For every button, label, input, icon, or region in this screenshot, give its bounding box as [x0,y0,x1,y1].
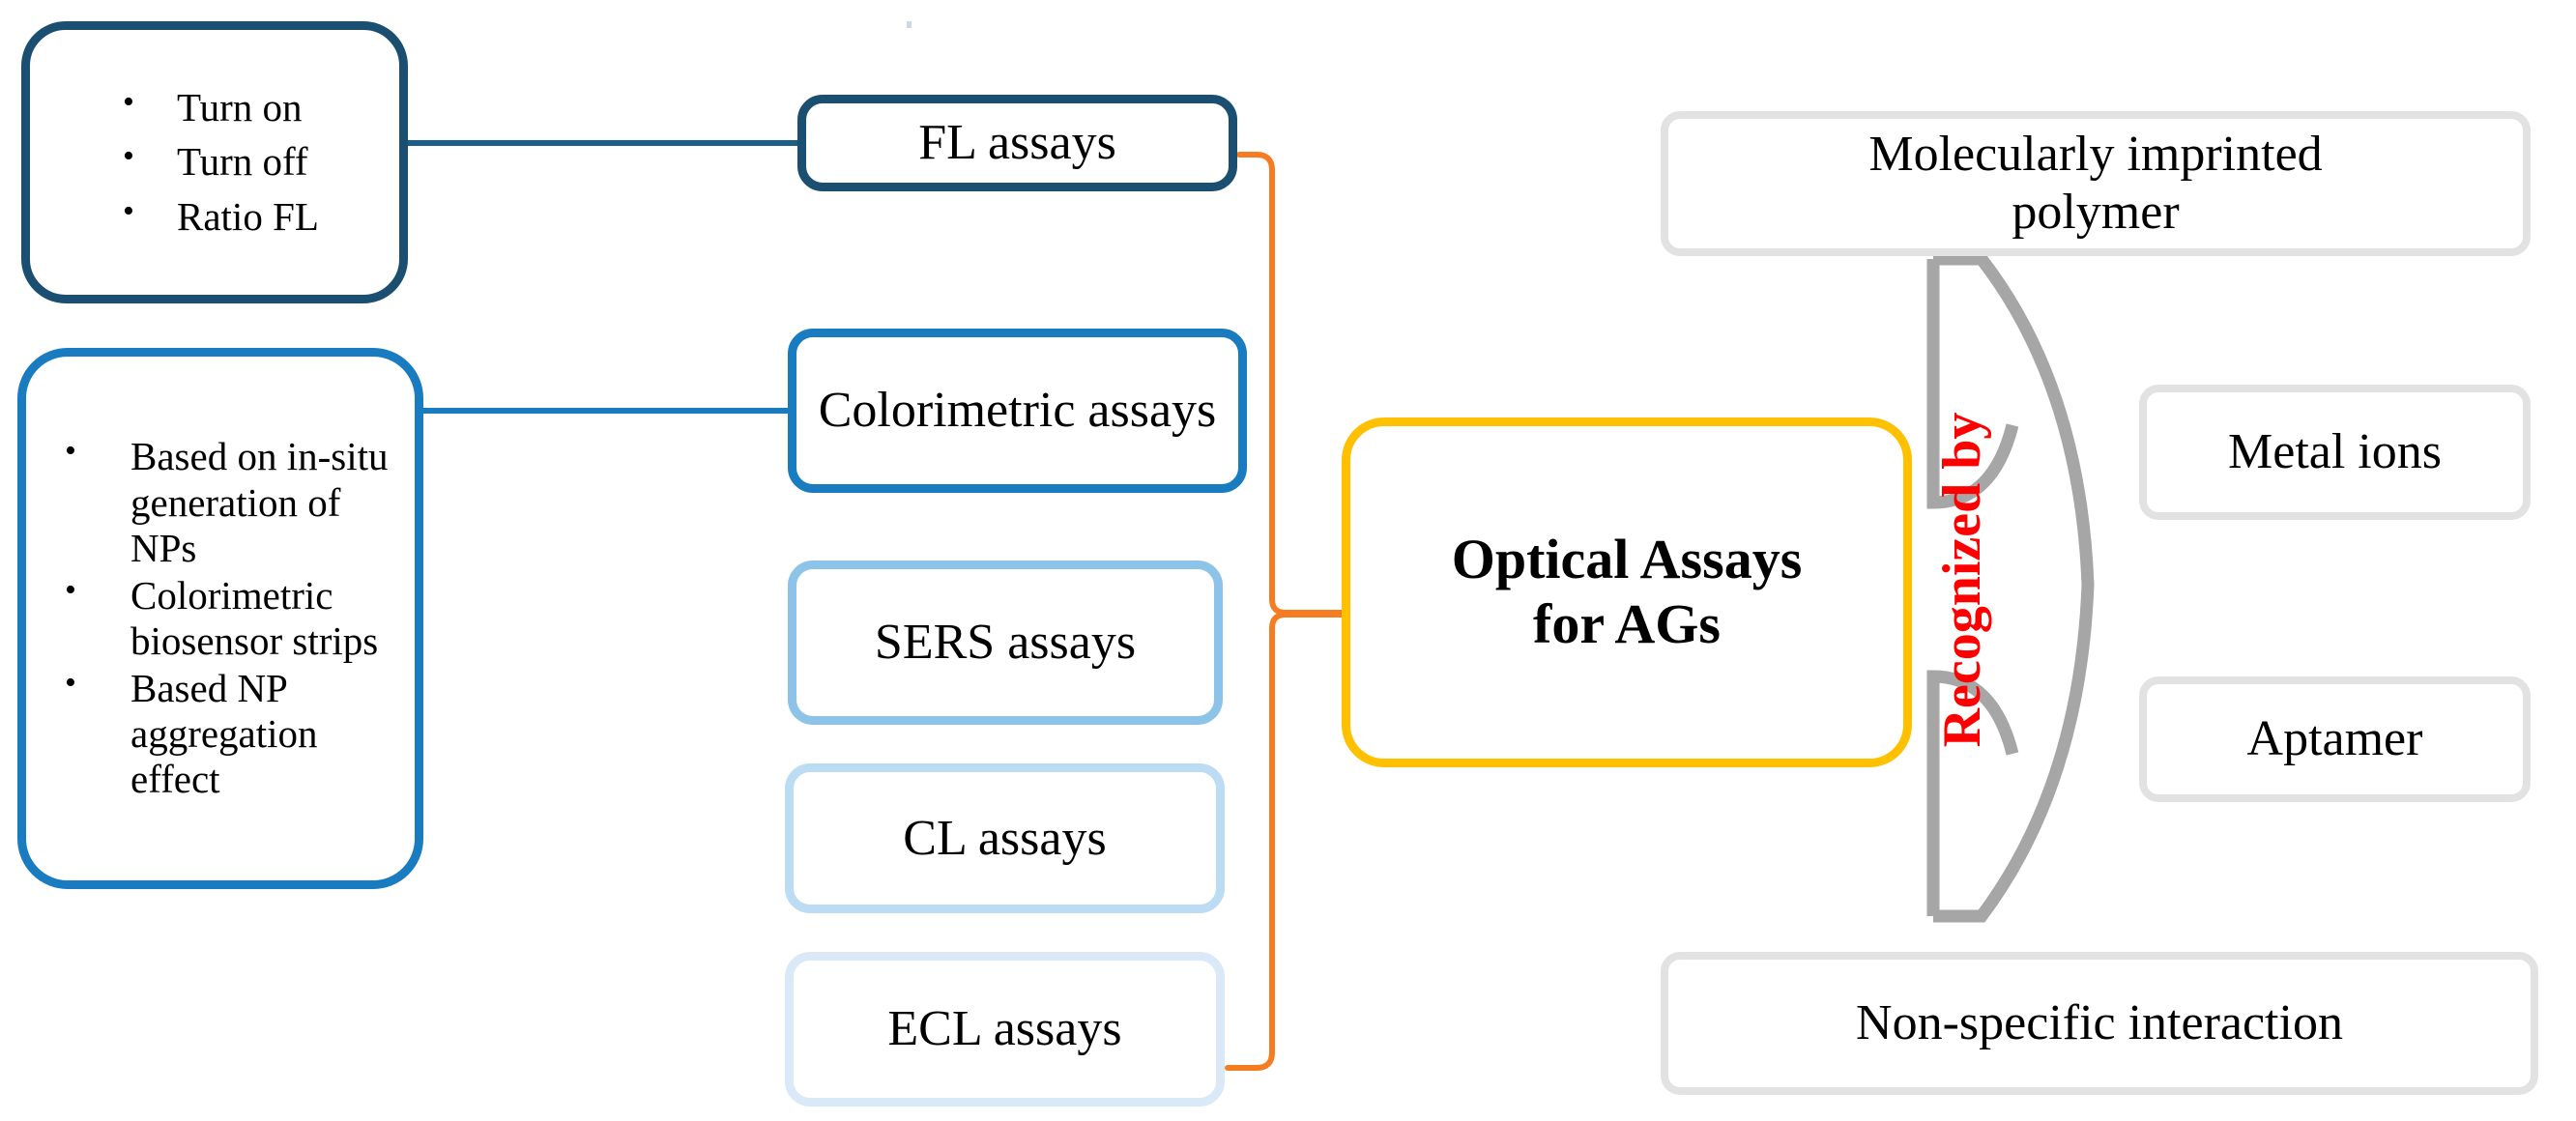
bullet-glyph: • [65,571,76,608]
node-metal-ions[interactable]: Metal ions [2139,385,2531,520]
node-cl-assays[interactable]: CL assays [785,763,1225,913]
node-aptamer[interactable]: Aptamer [2139,676,2531,802]
node-molecularly-imprinted-polymer[interactable]: Molecularly imprinted polymer [1661,111,2531,256]
hub-label: Optical Assays for AGs [1452,528,1803,656]
decorative-speck [907,21,912,28]
bullet-glyph: • [65,665,76,702]
list-item: • Based NP aggregation effect [65,666,415,802]
hub-label-line1: Optical Assays [1451,528,1803,591]
colorimetric-method-0: Based on in-situ generation of NPs [130,434,389,570]
node-label: Aptamer [2246,711,2423,767]
node-label-line2: polymer [2012,185,2180,240]
orange-stem-upper [1269,596,1345,616]
colorimetric-method-1: Colorimetric biosensor strips [130,572,379,663]
list-item: • Ratio FL [123,192,399,240]
node-label-line1: Molecularly imprinted [1868,127,2323,183]
list-item: • Turn on [123,85,399,130]
node-label: ECL assays [887,1001,1122,1057]
node-colorimetric-assays[interactable]: Colorimetric assays [788,329,1247,493]
bullet-glyph: • [123,84,134,121]
fl-method-list: • Turn on • Turn off • Ratio FL [30,76,399,247]
hub-label-line2: for AGs [1533,592,1721,655]
orange-branch-ecl [1225,625,1275,1071]
node-label: Colorimetric assays [818,383,1217,439]
node-fl-assays[interactable]: FL assays [797,95,1237,191]
colorimetric-method-2: Based NP aggregation effect [130,666,318,802]
node-label: Metal ions [2228,424,2442,480]
bullet-glyph: • [65,433,76,470]
node-label: SERS assays [874,615,1137,671]
bullet-glyph: • [123,192,134,229]
node-ecl-assays[interactable]: ECL assays [785,952,1225,1107]
node-sers-assays[interactable]: SERS assays [788,560,1223,725]
node-label: Non-specific interaction [1856,995,2343,1051]
bullet-glyph: • [123,138,134,175]
panel-colorimetric-methods: • Based on in-situ generation of NPs • C… [17,348,423,889]
fl-method-1: Turn off [177,139,308,185]
list-item: • Colorimetric biosensor strips [65,573,415,664]
list-item: • Based on in-situ generation of NPs [65,434,415,570]
node-label: CL assays [903,810,1107,866]
node-label: FL assays [918,115,1116,171]
node-non-specific-interaction[interactable]: Non-specific interaction [1661,952,2538,1095]
orange-trunk [1225,152,1345,1071]
node-optical-assays-for-ags[interactable]: Optical Assays for AGs [1342,417,1912,767]
recognized-by-label: Recognized by [1932,412,1992,748]
node-label: Molecularly imprinted polymer [1868,126,2322,242]
fl-method-2: Ratio FL [177,193,319,239]
orange-stem-lower [1269,612,1345,631]
panel-fl-methods: • Turn on • Turn off • Ratio FL [21,21,408,303]
fl-method-0: Turn on [177,85,303,130]
list-item: • Turn off [123,139,399,185]
colorimetric-method-list: • Based on in-situ generation of NPs • C… [26,432,415,804]
